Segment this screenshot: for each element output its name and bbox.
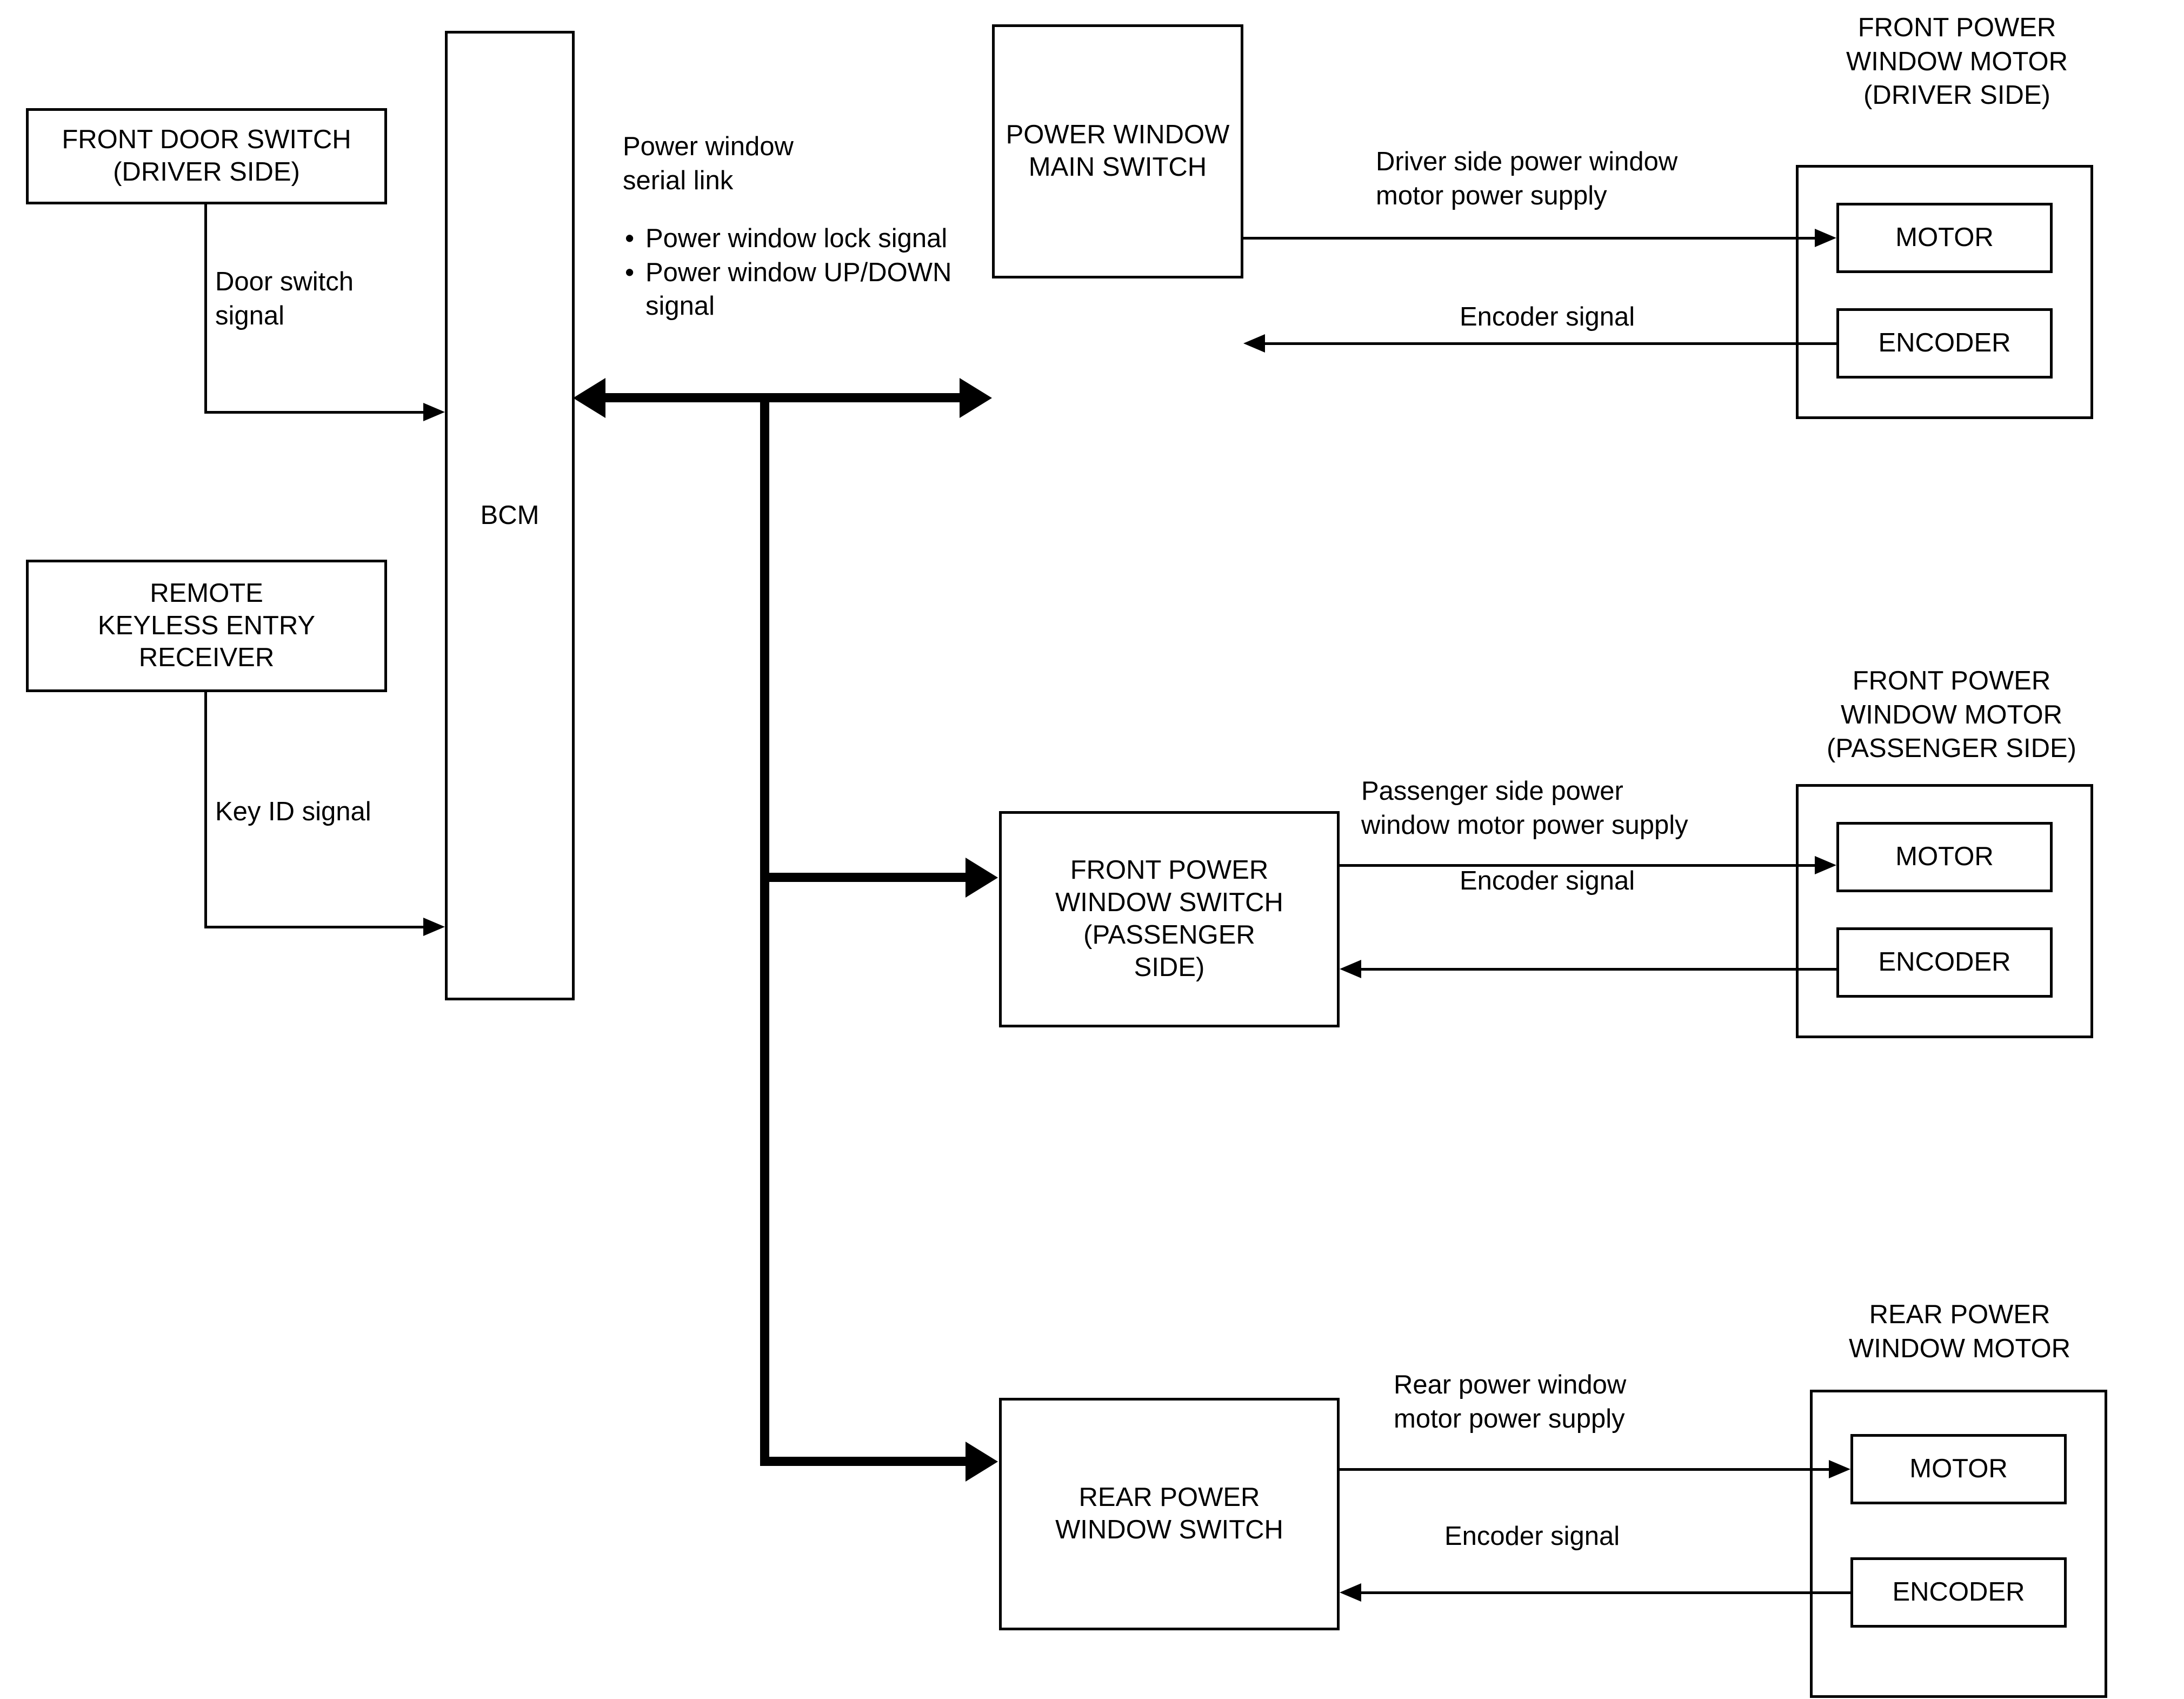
- block-encoder-driver[interactable]: ENCODER: [1836, 308, 2053, 379]
- block-motor-rear-label: MOTOR: [1909, 1454, 2008, 1484]
- block-motor-rear[interactable]: MOTOR: [1850, 1434, 2067, 1504]
- bus-serial-link-main-horizontal: [605, 393, 984, 402]
- arrowhead-key-id-to-bcm: [423, 918, 445, 936]
- bus-serial-link-trunk: [760, 397, 769, 1465]
- label-door-switch-signal: Door switch signal: [215, 267, 354, 330]
- label-driver-motor-power-supply: Driver side power window motor power sup…: [1376, 147, 1678, 210]
- wire-encoder-signal-driver: [1264, 342, 1837, 345]
- block-motor-passenger[interactable]: MOTOR: [1836, 822, 2053, 892]
- arrowhead-bus-to-rear-switch: [966, 1442, 998, 1482]
- arrowhead-passenger-motor-power-supply: [1815, 856, 1836, 874]
- block-front-power-window-switch-passenger-label: FRONT POWER WINDOW SWITCH (PASSENGER SID…: [1055, 855, 1283, 982]
- block-motor-driver-label: MOTOR: [1895, 223, 1994, 253]
- block-encoder-driver-label: ENCODER: [1878, 328, 2011, 358]
- arrowhead-driver-motor-power-supply: [1815, 229, 1836, 247]
- wire-rear-motor-power-supply: [1340, 1468, 1830, 1471]
- block-rear-power-window-switch-label: REAR POWER WINDOW SWITCH: [1055, 1483, 1283, 1544]
- block-encoder-passenger-label: ENCODER: [1878, 947, 2011, 977]
- block-bcm[interactable]: BCM: [445, 31, 575, 1000]
- label-encoder-signal-driver: Encoder signal: [1460, 302, 1635, 331]
- arrowhead-rear-motor-power-supply: [1829, 1460, 1850, 1478]
- block-remote-keyless-entry-receiver[interactable]: REMOTE KEYLESS ENTRY RECEIVER: [26, 560, 387, 692]
- block-motor-driver[interactable]: MOTOR: [1836, 203, 2053, 273]
- arrowhead-serial-link-to-bcm: [573, 378, 605, 418]
- label-rear-motor-power-supply: Rear power window motor power supply: [1394, 1370, 1627, 1433]
- block-remote-keyless-entry-receiver-label: REMOTE KEYLESS ENTRY RECEIVER: [97, 578, 316, 673]
- arrowhead-door-switch-to-bcm: [423, 403, 445, 421]
- serial-link-bullet-item: Power window UP/DOWN signal: [625, 256, 969, 323]
- wire-driver-motor-power-supply: [1243, 237, 1816, 240]
- arrowhead-encoder-signal-rear: [1340, 1583, 1361, 1602]
- block-encoder-rear[interactable]: ENCODER: [1850, 1557, 2067, 1628]
- arrowhead-encoder-signal-passenger: [1340, 960, 1361, 978]
- block-front-door-switch[interactable]: FRONT DOOR SWITCH (DRIVER SIDE): [26, 108, 387, 204]
- label-serial-link-title: Power window serial link: [623, 132, 794, 195]
- wire-key-id-vertical: [204, 692, 207, 928]
- arrowhead-encoder-signal-driver: [1243, 334, 1265, 353]
- block-rear-power-window-switch[interactable]: REAR POWER WINDOW SWITCH: [999, 1398, 1340, 1630]
- serial-link-bullet-item: Power window lock signal: [625, 222, 969, 256]
- block-front-door-switch-label: FRONT DOOR SWITCH (DRIVER SIDE): [62, 125, 351, 187]
- label-encoder-signal-passenger: Encoder signal: [1460, 866, 1635, 895]
- block-power-window-main-switch[interactable]: POWER WINDOW MAIN SWITCH: [992, 24, 1243, 278]
- serial-link-bullet-list: Power window lock signal Power window UP…: [623, 222, 969, 323]
- arrowhead-bus-to-passenger-switch: [966, 858, 998, 898]
- title-front-power-window-motor-driver: FRONT POWER WINDOW MOTOR (DRIVER SIDE): [1846, 13, 2068, 110]
- wire-door-switch-horizontal: [204, 411, 423, 414]
- arrowhead-serial-link-to-main-switch: [960, 378, 992, 418]
- block-encoder-rear-label: ENCODER: [1892, 1577, 2025, 1607]
- label-passenger-motor-power-supply: Passenger side power window motor power …: [1361, 777, 1688, 840]
- block-motor-passenger-label: MOTOR: [1895, 842, 1994, 872]
- label-encoder-signal-rear: Encoder signal: [1444, 1522, 1620, 1551]
- wire-encoder-signal-rear: [1360, 1591, 1851, 1594]
- title-front-power-window-motor-passenger: FRONT POWER WINDOW MOTOR (PASSENGER SIDE…: [1827, 666, 2076, 764]
- bus-branch-passenger-horizontal: [760, 873, 966, 882]
- bus-branch-rear-horizontal: [760, 1457, 966, 1466]
- title-rear-power-window-motor: REAR POWER WINDOW MOTOR: [1848, 1300, 2071, 1363]
- label-key-id-signal: Key ID signal: [215, 797, 371, 826]
- block-encoder-passenger[interactable]: ENCODER: [1836, 927, 2053, 998]
- wire-door-switch-vertical: [204, 204, 207, 414]
- block-power-window-main-switch-label: POWER WINDOW MAIN SWITCH: [1006, 120, 1230, 182]
- wire-encoder-signal-passenger: [1360, 968, 1837, 971]
- wire-passenger-motor-power-supply: [1340, 864, 1816, 867]
- block-bcm-label: BCM: [480, 500, 540, 530]
- block-front-power-window-switch-passenger[interactable]: FRONT POWER WINDOW SWITCH (PASSENGER SID…: [999, 811, 1340, 1027]
- wire-key-id-horizontal: [204, 926, 423, 928]
